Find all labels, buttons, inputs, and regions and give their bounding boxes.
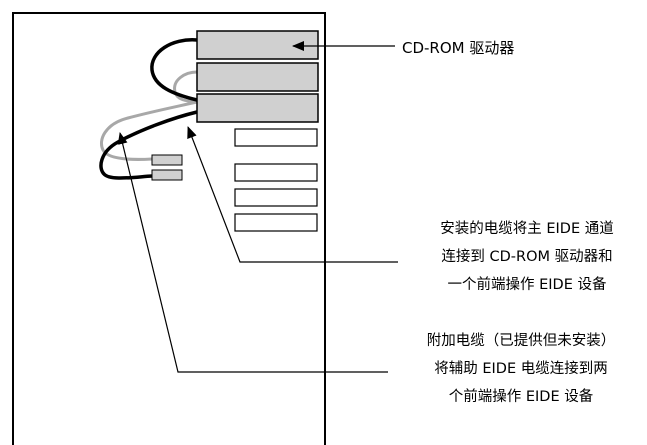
secondary-cable-callout: 附加电缆（已提供但未安装） 将辅助 EIDE 电缆连接到两 个前端操作 EIDE… — [386, 327, 647, 411]
cdrom-label-text: CD-ROM 驱动器 — [402, 39, 515, 57]
drive-bay-3 — [196, 93, 319, 123]
connector-2 — [151, 169, 183, 181]
small-bay-1 — [234, 128, 318, 147]
chassis-outline — [12, 12, 326, 445]
arrow-primary-cable — [187, 126, 398, 263]
secondary-callout-line-1: 附加电缆（已提供但未安装） — [426, 333, 616, 349]
primary-cable-front — [99, 110, 198, 180]
primary-callout-line-3: 一个前端操作 EIDE 设备 — [447, 277, 607, 293]
arrow-secondary-cable — [117, 132, 388, 373]
primary-cable — [150, 38, 198, 102]
small-bay-3 — [234, 188, 318, 207]
drive-bay-cdrom — [196, 30, 319, 60]
drive-bay-2 — [196, 62, 319, 92]
secondary-cable — [100, 100, 198, 161]
secondary-callout-line-2: 将辅助 EIDE 电缆连接到两 — [434, 361, 608, 377]
primary-callout-line-1: 安装的电缆将主 EIDE 通道 — [440, 221, 614, 237]
connector-1 — [151, 154, 183, 166]
secondary-callout-line-3: 个前端操作 EIDE 设备 — [448, 389, 594, 405]
primary-callout-line-2: 连接到 CD-ROM 驱动器和 — [441, 249, 613, 265]
small-bay-2 — [234, 163, 318, 182]
cdrom-label: CD-ROM 驱动器 — [402, 34, 514, 62]
small-bay-4 — [234, 213, 318, 232]
primary-cable-callout: 安装的电缆将主 EIDE 通道 连接到 CD-ROM 驱动器和 一个前端操作 E… — [398, 215, 647, 299]
